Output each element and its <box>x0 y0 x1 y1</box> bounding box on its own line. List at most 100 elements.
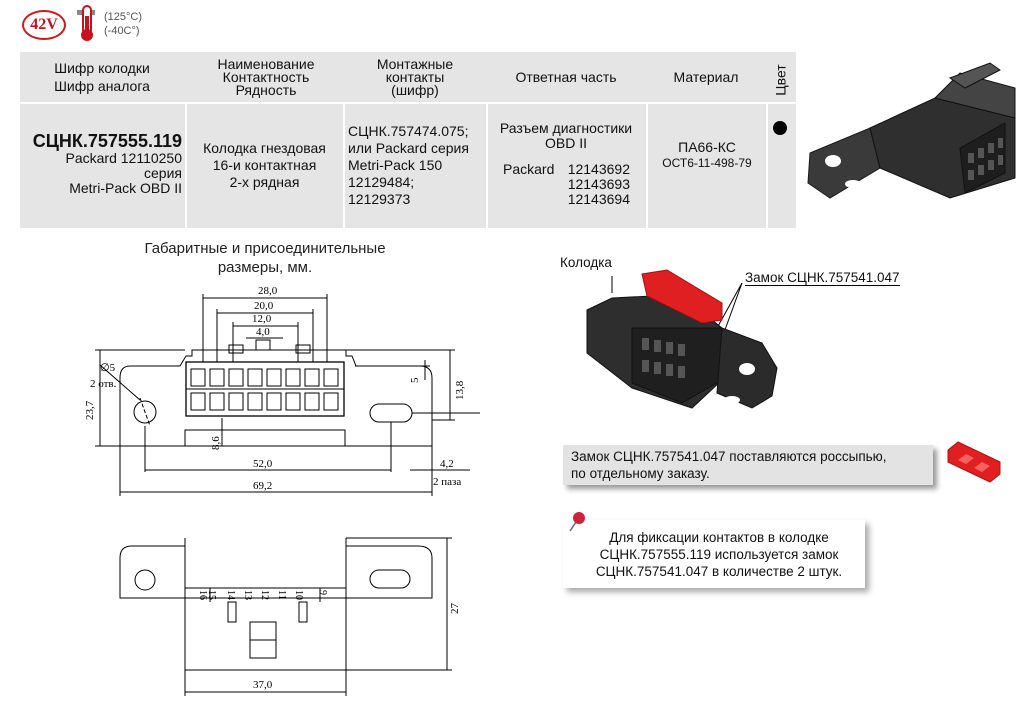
header-material: Материал <box>673 68 739 85</box>
cell-name: Колодка гнездовая 16-и контактная 2-х ря… <box>187 140 342 191</box>
technical-drawing: 28,0 20,0 12,0 4,0 ∅5 2 отв. 23,7 13,8 5… <box>84 285 480 496</box>
name-line: Колодка гнездовая <box>203 140 326 156</box>
code-analog-line: серия <box>144 165 182 181</box>
temp-high: (125°C) <box>104 11 143 23</box>
dim-5: 5 <box>409 377 421 383</box>
dim-20: 20,0 <box>254 300 274 312</box>
contacts-line: 12129484; <box>348 174 415 190</box>
dim-12: 12,0 <box>252 313 272 325</box>
fixation-note: Для фиксации контактов в колодке СЦНК.75… <box>563 520 865 588</box>
color-swatch-black <box>773 121 787 135</box>
mating-numbers: 12143692 12143693 12143694 <box>560 162 630 207</box>
supply-note-line: по отдельному заказу. <box>571 466 710 481</box>
mating-title-line: OBD II <box>544 135 587 151</box>
dim-slots: 2 паза <box>433 476 461 488</box>
code-analog-line: Metri-Pack OBD II <box>69 180 182 196</box>
fixation-note-line: СЦНК.757541.047 в количестве 2 штук. <box>595 564 843 579</box>
pin-label: 14 <box>225 590 236 600</box>
pin-label: 13 <box>242 590 253 600</box>
dim-42: 4,2 <box>440 458 454 470</box>
technical-drawing-bottom: 16 15 14 13 12 11 10 9 27 37,0 <box>119 537 461 696</box>
cell-code: СЦНК.757555.119 Packard 12110250 серия M… <box>24 132 182 196</box>
voltage-badge: 42V <box>22 10 66 40</box>
connector-photo <box>807 62 1016 199</box>
dim-hole: ∅5 <box>100 362 116 374</box>
contacts-line: Metri-Pack 150 <box>348 157 443 173</box>
housing-label: Колодка <box>560 255 612 270</box>
housing-with-lock-figure <box>586 269 778 409</box>
contact-cavities <box>190 368 339 411</box>
pin-label: 9 <box>317 590 328 595</box>
code-main: СЦНК.757555.119 <box>32 131 182 151</box>
thermometer-icon <box>77 5 95 41</box>
header-name-line: Контактность <box>222 68 310 85</box>
dim-86: 8,6 <box>210 436 222 450</box>
col-divider <box>486 104 488 228</box>
lock-red <box>641 269 723 324</box>
supply-note: Замок СЦНК.757541.047 поставляются россы… <box>563 445 933 485</box>
header-code-line: Шифр колодки <box>54 60 150 76</box>
drawing-title: Габаритные и присоединительные размеры, … <box>110 239 420 277</box>
pin-label: 10 <box>293 590 304 600</box>
dim-237: 23,7 <box>84 400 96 420</box>
spec-table <box>20 52 796 228</box>
cell-material: ПА66-КС ОСТ6-11-498-79 <box>648 139 766 170</box>
drawing-title-line: размеры, мм. <box>217 259 313 276</box>
mating-number: 12143693 <box>567 176 630 192</box>
mating-title-line: Разъем диагностики <box>499 120 633 136</box>
header-contacts: Монтажные контакты (шифр) <box>335 52 495 102</box>
mating-number: 12143692 <box>567 161 630 177</box>
header-contacts-line: контакты <box>385 68 445 85</box>
col-divider <box>343 104 345 228</box>
supply-note-line: Замок СЦНК.757541.047 поставляются россы… <box>571 449 887 464</box>
fixation-note-line: Для фиксации контактов в колодке <box>609 530 829 545</box>
header-name-line: Рядность <box>235 81 297 98</box>
pin-labels: 16 15 14 13 12 11 10 9 <box>197 590 328 600</box>
dim-28: 28,0 <box>258 285 278 297</box>
dim-27: 27 <box>449 603 461 615</box>
dim-hole-count: 2 отв. <box>90 378 117 390</box>
header-contacts-line: Монтажные <box>376 55 454 72</box>
cell-mating: Разъем диагностики OBD II <box>488 121 644 151</box>
pin-label: 11 <box>276 590 287 600</box>
material-line: ОСТ6-11-498-79 <box>662 156 752 170</box>
name-line: 16-и контактная <box>212 157 317 173</box>
table-divider <box>20 102 796 104</box>
mating-prefix: Packard <box>503 161 555 177</box>
dim-52: 52,0 <box>253 458 273 470</box>
cell-contacts: СЦНК.757474.075; или Packard серия Metri… <box>348 123 488 208</box>
header-code: Шифр колодки Шифр аналога <box>22 52 182 102</box>
header-color-text: Цвет <box>773 64 789 96</box>
pushpin-icon <box>569 512 585 532</box>
contacts-line: или Packard серия <box>348 140 469 156</box>
dim-4: 4,0 <box>256 326 270 338</box>
pin-label: 16 <box>197 590 208 600</box>
header-color: Цвет <box>770 62 792 98</box>
dim-138: 13,8 <box>454 380 466 400</box>
header-contacts-line: (шифр) <box>391 81 439 98</box>
col-divider <box>646 104 648 228</box>
connector-3d <box>807 62 1016 199</box>
code-analog-line: Packard 12110250 <box>65 150 183 166</box>
mating-number: 12143694 <box>567 191 630 207</box>
temperature-range: (125°C) (-40C°) <box>104 10 142 38</box>
lock-part-icon <box>947 441 1001 483</box>
contacts-line: СЦНК.757474.075; <box>348 123 469 139</box>
col-divider <box>766 104 768 228</box>
dim-692: 69,2 <box>253 480 272 492</box>
pin-label: 15 <box>206 590 217 600</box>
temp-low: (-40C°) <box>104 25 140 37</box>
contacts-line: 12129373 <box>348 191 411 207</box>
fixation-note-line: СЦНК.757555.119 используется замок <box>599 547 839 562</box>
dim-37: 37,0 <box>253 679 273 691</box>
header-mating: Ответная часть <box>515 68 617 85</box>
header-name: Наименование Контактность Рядность <box>186 52 346 102</box>
lock-label: Замок СЦНК.757541.047 <box>745 270 900 286</box>
col-divider <box>185 104 187 228</box>
material-line: ПА66-КС <box>678 139 736 155</box>
header-code-line: Шифр аналога <box>54 78 150 94</box>
pin-label: 12 <box>259 590 270 600</box>
header-name-line: Наименование <box>217 55 315 72</box>
drawing-title-line: Габаритные и присоединительные <box>144 240 386 257</box>
name-line: 2-х рядная <box>229 174 300 190</box>
